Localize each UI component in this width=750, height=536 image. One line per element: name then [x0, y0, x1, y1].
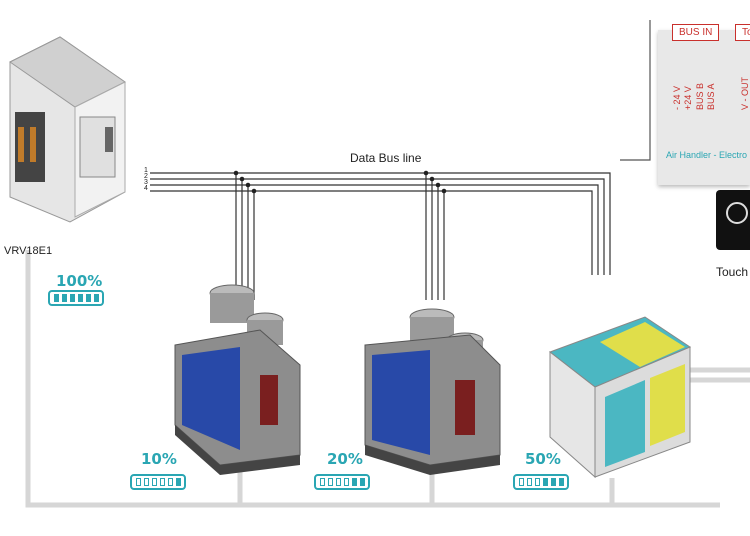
- unit-2-load-percent: 20%: [327, 450, 363, 468]
- terminal-label: - 24 V: [672, 85, 682, 110]
- outdoor-unit-image: [9, 36, 126, 223]
- battery-full-icon: [48, 290, 104, 306]
- outdoor-capacity-percent: 100%: [56, 272, 103, 290]
- touch-label: Touch: [716, 265, 749, 279]
- controller-caption: Air Handler - Electro: [666, 150, 748, 160]
- terminal-label: V - OUT: [740, 77, 750, 110]
- dial-icon: [726, 202, 748, 224]
- wire-number: 4: [144, 185, 148, 192]
- battery-low-icon: [130, 474, 186, 490]
- wire-number: 1: [144, 167, 148, 174]
- air-handler-controller: [658, 30, 750, 185]
- indoor-unit-1-image: [174, 284, 301, 475]
- wire-number: 2: [144, 173, 148, 180]
- data-bus-label: Data Bus line: [350, 151, 422, 165]
- air-handler-load-percent: 50%: [525, 450, 561, 468]
- indoor-unit-2-image: [364, 308, 501, 475]
- unit-1-load-percent: 10%: [141, 450, 177, 468]
- wire-number: 3: [144, 179, 148, 186]
- terminal-label: BUS B: [695, 82, 705, 110]
- to-label: To: [735, 24, 750, 41]
- refrigerant-piping: [25, 250, 750, 508]
- bus-wire-numbers: 1 2 3 4: [144, 167, 148, 192]
- battery-half-icon: [513, 474, 569, 490]
- touch-panel-icon: [716, 190, 750, 250]
- data-bus-lines: [150, 20, 651, 300]
- bus-junction-dots: [233, 170, 447, 194]
- outdoor-unit-model: VRV18E1: [4, 245, 53, 257]
- terminal-label: +24 V: [683, 86, 693, 110]
- terminal-label: BUS A: [706, 83, 716, 110]
- air-handler-image: [548, 316, 692, 479]
- battery-medium-icon: [314, 474, 370, 490]
- bus-in-label: BUS IN: [672, 24, 720, 41]
